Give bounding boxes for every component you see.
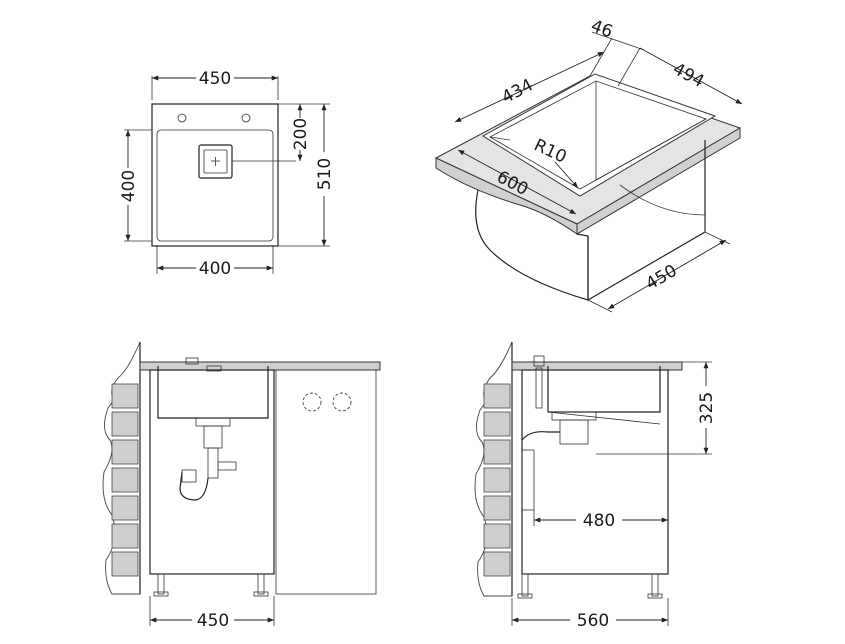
dim-cabinet-depth: 450 xyxy=(642,261,680,295)
drain-inner xyxy=(203,149,228,174)
front-cabinet xyxy=(149,369,275,575)
socket-right xyxy=(332,392,352,412)
cabinet-front xyxy=(475,189,589,301)
dim-inner-width: 434 xyxy=(499,75,537,108)
dim-depth-back: 494 xyxy=(669,59,707,92)
side-siphon xyxy=(521,449,535,511)
side-sink-bowl xyxy=(547,366,661,413)
dim-front-cabinet-width: 450 xyxy=(197,611,229,631)
dim-total-depth: 510 xyxy=(315,158,335,190)
dim-side-height: 325 xyxy=(697,392,717,424)
dim-bowl-height: 400 xyxy=(119,170,139,202)
dim-bowl-width: 400 xyxy=(199,259,231,279)
bowl-outline xyxy=(156,129,274,242)
dim-top-width: 450 xyxy=(199,69,231,89)
front-view: 450 xyxy=(102,341,381,631)
front-siphon xyxy=(179,471,209,501)
drain-outer xyxy=(198,144,233,179)
side-view: 325 480 560 xyxy=(474,341,717,631)
sink-outline xyxy=(151,103,279,247)
top-view: 450 400 400 200 510 xyxy=(119,69,335,279)
tap-hole-right xyxy=(241,113,251,123)
side-cabinet xyxy=(521,369,669,575)
front-countertop xyxy=(139,361,381,371)
dim-side-cabinet-depth: 560 xyxy=(577,611,609,631)
front-sink-bowl xyxy=(157,366,269,419)
dim-drain-distance: 480 xyxy=(583,511,615,531)
countertop-side-edge xyxy=(576,127,741,235)
iso-view: 46 494 434 R10 600 450 xyxy=(434,16,743,313)
socket-left xyxy=(302,392,322,412)
dim-drain-offset: 200 xyxy=(291,118,311,150)
tap-hole-left xyxy=(177,113,187,123)
adjacent-cabinet xyxy=(275,369,377,595)
